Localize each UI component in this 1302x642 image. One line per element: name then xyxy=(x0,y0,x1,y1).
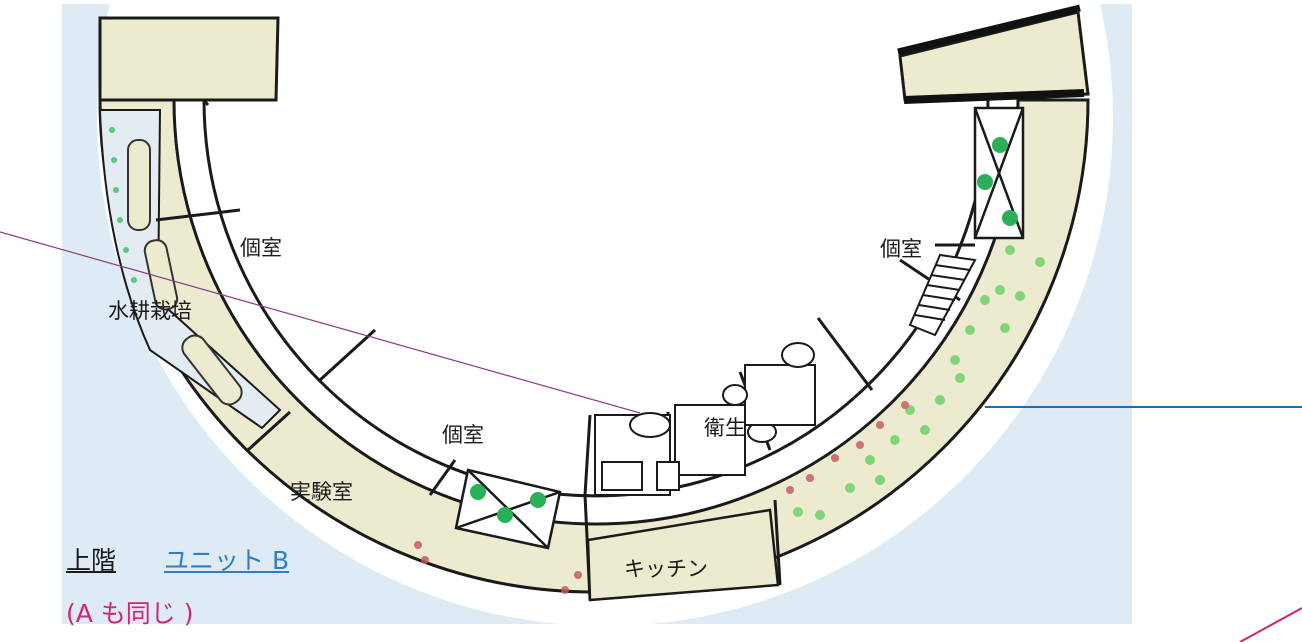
room-label-laboratory: 実験室 xyxy=(290,480,353,504)
top-right-block xyxy=(898,10,1090,102)
floor-ring xyxy=(98,98,1090,594)
staircase-icon xyxy=(908,253,977,337)
caption-note: (A も同じ ) xyxy=(66,599,194,628)
caption-unit-link[interactable]: ユニット B xyxy=(164,546,290,575)
leader-line-pink xyxy=(1239,607,1302,642)
room-label-private-right: 個室 xyxy=(880,237,922,261)
room-label-kitchen: キッチン xyxy=(624,557,708,581)
garden-flowers xyxy=(414,401,909,594)
leader-line-purple xyxy=(0,231,641,414)
top-left-block xyxy=(98,16,280,102)
skylight-icon xyxy=(454,106,1025,550)
room-label-hydroponics: 水耕栽培 xyxy=(108,299,192,323)
kitchen-box xyxy=(586,508,780,602)
planter-icon xyxy=(127,139,243,406)
room-label-private-bottom: 個室 xyxy=(442,423,484,447)
room-label-private-left: 個室 xyxy=(240,236,282,260)
hydro-plants xyxy=(109,127,137,283)
room-label-sanitary: 衛生 xyxy=(704,416,746,440)
skylight-plants xyxy=(470,137,1018,523)
caption-floor: 上階 xyxy=(66,546,117,575)
garden-plants xyxy=(793,245,1045,520)
toilet-icon xyxy=(594,342,816,496)
top-right-thick-wall xyxy=(897,4,1081,56)
upper-right-thick-wall xyxy=(903,89,1085,104)
